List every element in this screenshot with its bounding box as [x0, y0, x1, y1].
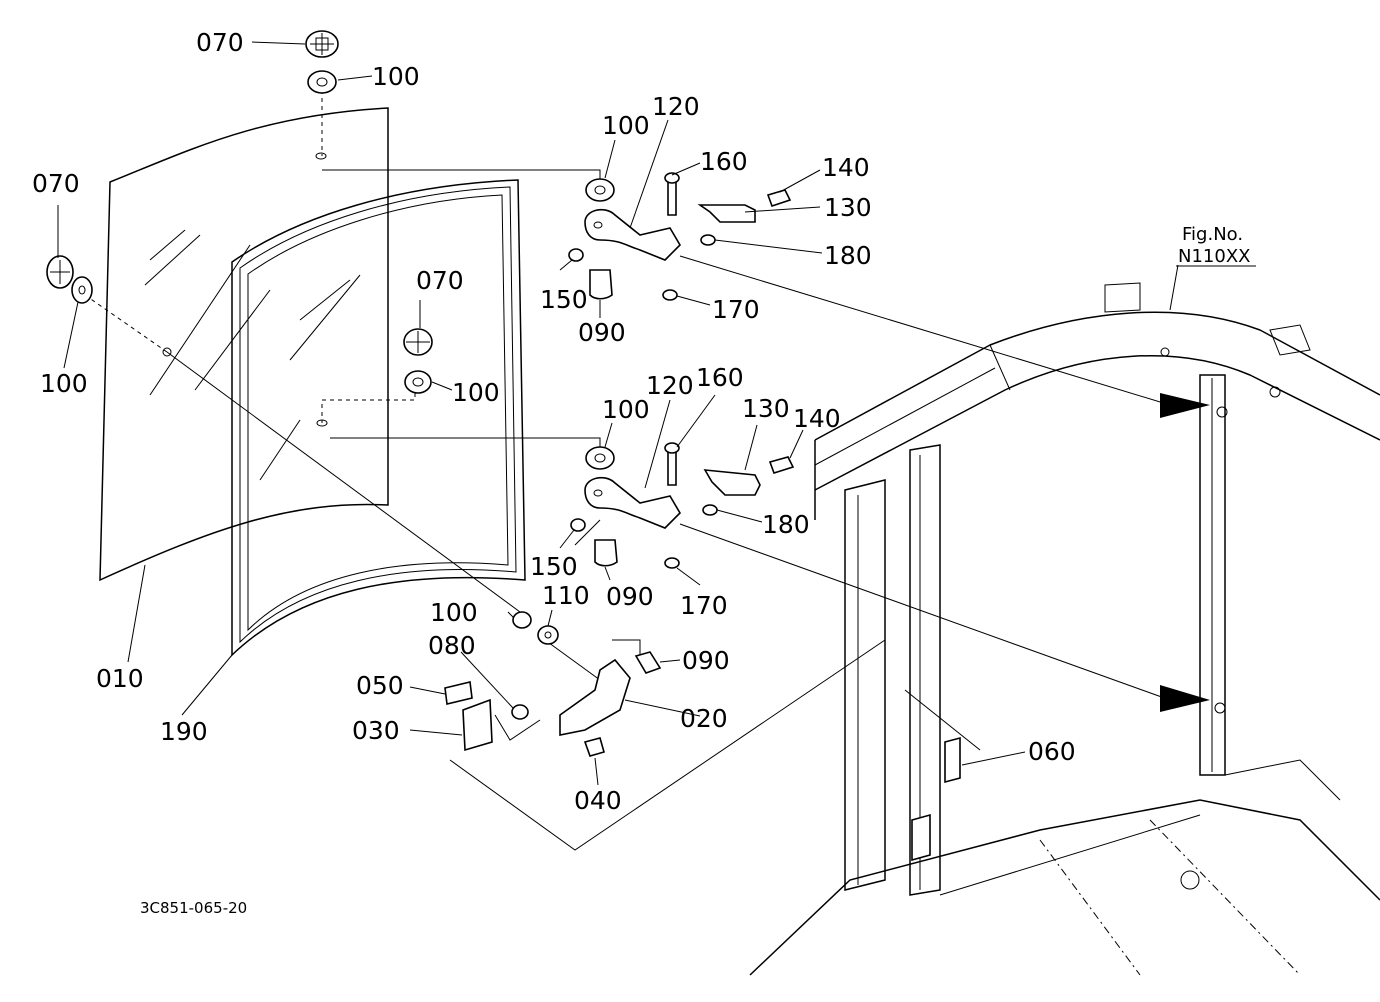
- label-170-h2: 170: [680, 591, 728, 620]
- label-100-latch: 100: [430, 598, 478, 627]
- label-170-h1: 170: [712, 295, 760, 324]
- bracket-060-a: [944, 736, 961, 784]
- washer-100-left: [71, 276, 93, 304]
- label-090-latch: 090: [682, 646, 730, 675]
- latch-assembly: [444, 611, 662, 757]
- door-frame-seal-190: [231, 179, 526, 657]
- washer-110: [537, 625, 559, 645]
- label-090-h1: 090: [578, 318, 626, 347]
- label-120-h2: 120: [646, 371, 694, 400]
- upper-hinge-assembly: [568, 172, 792, 301]
- label-100-h1: 100: [602, 111, 650, 140]
- label-190: 190: [160, 717, 208, 746]
- label-120-h1: 120: [652, 92, 700, 121]
- label-060: 060: [1028, 737, 1076, 766]
- label-130-h2: 130: [742, 394, 790, 423]
- label-110: 110: [542, 581, 590, 610]
- label-130-h1: 130: [824, 193, 872, 222]
- cap-070-left: [46, 255, 74, 289]
- label-140-h2: 140: [793, 404, 841, 433]
- washer-100-mid: [404, 370, 432, 394]
- latch-handle-020: [559, 658, 631, 736]
- label-070-mid: 070: [416, 266, 464, 295]
- callout-labels: 070 100 070 100 070 100 010 190 100 120 …: [32, 28, 1256, 917]
- label-090-h2: 090: [606, 582, 654, 611]
- label-080: 080: [428, 631, 476, 660]
- label-150-h1: 150: [540, 285, 588, 314]
- label-070-left: 070: [32, 169, 80, 198]
- plate-050: [444, 681, 473, 705]
- lower-hinge-assembly: [570, 442, 795, 569]
- label-100-h2: 100: [602, 395, 650, 424]
- diagram-code: 3C851-065-20: [140, 899, 247, 917]
- label-020: 020: [680, 704, 728, 733]
- cab-frame: [749, 282, 1380, 976]
- label-030: 030: [352, 716, 400, 745]
- cap-070-mid: [403, 328, 433, 356]
- label-100-top: 100: [372, 62, 420, 91]
- label-160-h2: 160: [696, 363, 744, 392]
- cap-070-top: [305, 30, 339, 58]
- figure-ref-line1: Fig.No.: [1182, 224, 1243, 245]
- arrow-lower-hinge: [1160, 685, 1210, 712]
- label-150-h2: 150: [530, 552, 578, 581]
- glass-panel-010: [99, 107, 389, 582]
- label-040: 040: [574, 786, 622, 815]
- washer-100-upper-hinge: [585, 178, 615, 202]
- label-010: 010: [96, 664, 144, 693]
- callout-leaders: [57, 41, 1179, 786]
- label-070-top: 070: [196, 28, 244, 57]
- washer-100-top: [307, 70, 337, 94]
- label-180-h1: 180: [824, 241, 872, 270]
- label-050: 050: [356, 671, 404, 700]
- arrow-upper-hinge: [1160, 393, 1210, 418]
- bracket-030: [462, 698, 493, 752]
- washer-100-lower-hinge: [585, 446, 615, 470]
- label-180-h2: 180: [762, 510, 810, 539]
- label-140-h1: 140: [822, 153, 870, 182]
- washer-100-latch: [512, 611, 532, 629]
- label-100-left: 100: [40, 369, 88, 398]
- bracket-060-b: [911, 813, 931, 862]
- label-100-mid: 100: [452, 378, 500, 407]
- label-160-h1: 160: [700, 147, 748, 176]
- figure-ref-line2: N110XX: [1178, 246, 1250, 267]
- assembly-lines: [84, 90, 1171, 851]
